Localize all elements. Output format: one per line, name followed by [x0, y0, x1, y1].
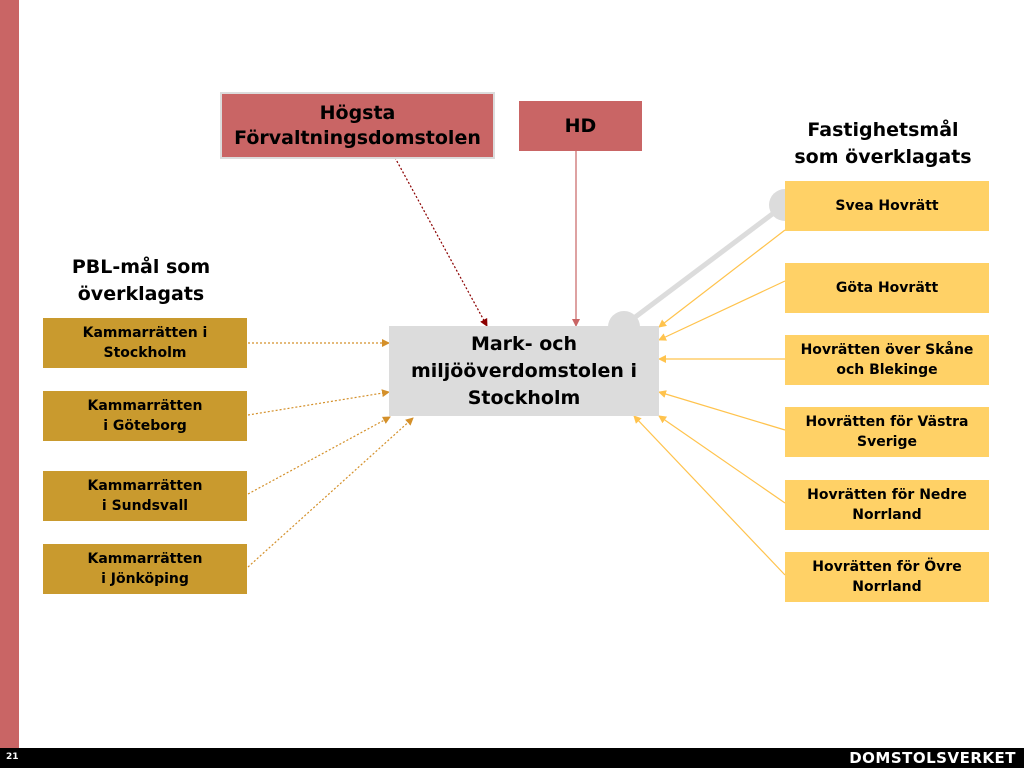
kammarratten-jonkoping-box: Kammarrätten i Jönköping — [43, 544, 247, 594]
hovratten-skane-blekinge-label: Hovrätten över Skåne och Blekinge — [800, 342, 974, 378]
arrow-kammar-goteborg — [247, 389, 390, 416]
brand-name: DOMSTOLSVERKET — [849, 749, 1016, 767]
grey-connector — [608, 189, 801, 343]
kammarratten-sundsvall-box: Kammarrätten i Sundsvall — [43, 471, 247, 521]
hovratten-vastra-sverige-label: Hovrätten för Västra Sverige — [805, 414, 969, 450]
hogsta-forvaltningsdomstolen-box: Högsta Förvaltningsdomstolen — [220, 92, 495, 159]
hd-box: HD — [519, 101, 642, 151]
kammarratten-stockholm-box: Kammarrätten i Stockholm — [43, 318, 247, 368]
arrow-kammar-jonkoping — [247, 417, 414, 568]
mark-och-miljooverdomstolen-box: Mark- och miljööverdomstolen i Stockholm — [389, 326, 659, 416]
center-label: Mark- och miljööverdomstolen i Stockholm — [410, 332, 638, 409]
kammarratten-stockholm-label: Kammarrätten i Stockholm — [82, 325, 208, 361]
arrow-gota — [658, 280, 786, 341]
right-heading: Fastighetsmål som överklagats — [794, 119, 972, 168]
hovratten-nedre-norrland-box: Hovrätten för Nedre Norrland — [785, 480, 989, 530]
hd-label: HD — [564, 114, 597, 137]
footer-bar: 21 DOMSTOLSVERKET — [0, 748, 1024, 768]
arrow-nedre — [658, 415, 786, 504]
svea-hovratt-box: Svea Hovrätt — [785, 181, 989, 231]
kammarratten-goteborg-box: Kammarrätten i Göteborg — [43, 391, 247, 441]
hovratten-vastra-sverige-box: Hovrätten för Västra Sverige — [785, 407, 989, 457]
kammarratten-jonkoping-label: Kammarrätten i Jönköping — [87, 551, 203, 587]
left-accent-bar — [0, 0, 19, 748]
gota-hovratt-label: Göta Hovrätt — [835, 280, 939, 296]
hfd-label: Högsta Förvaltningsdomstolen — [234, 101, 481, 149]
hovratten-skane-blekinge-box: Hovrätten över Skåne och Blekinge — [785, 335, 989, 385]
hovratten-ovre-norrland-box: Hovrätten för Övre Norrland — [785, 552, 989, 602]
gota-hovratt-box: Göta Hovrätt — [785, 263, 989, 313]
hovratten-nedre-norrland-label: Hovrätten för Nedre Norrland — [807, 487, 967, 523]
page-number: 21 — [6, 752, 19, 762]
svea-hovratt-label: Svea Hovrätt — [835, 198, 939, 214]
kammarratten-goteborg-label: Kammarrätten i Göteborg — [87, 398, 203, 434]
arrow-svea — [658, 229, 786, 328]
kammarratten-sundsvall-label: Kammarrätten i Sundsvall — [87, 478, 203, 514]
left-heading: PBL-mål som överklagats — [71, 256, 211, 305]
arrow-hfd-to-center — [392, 153, 488, 327]
hovratten-ovre-norrland-label: Hovrätten för Övre Norrland — [812, 559, 962, 595]
arrow-kammar-sundsvall — [247, 416, 391, 495]
arrow-ovre — [633, 415, 786, 576]
arrow-vastra — [658, 390, 786, 431]
